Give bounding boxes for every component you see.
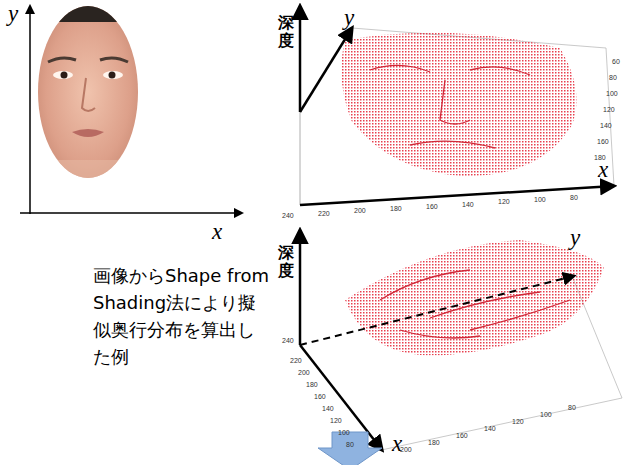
tick-value: 220 xyxy=(318,210,330,217)
tick-value: 140 xyxy=(322,405,334,412)
tick-value: 120 xyxy=(330,417,342,424)
tick-value: 160 xyxy=(426,203,438,210)
tick-value: 180 xyxy=(428,439,440,446)
tick-value: 180 xyxy=(306,381,318,388)
axis-label: 深度 xyxy=(278,14,294,49)
tick-value: 140 xyxy=(600,122,612,129)
tick-value: 140 xyxy=(484,425,496,432)
tick-value: 240 xyxy=(282,212,294,219)
axis-label: y xyxy=(344,6,354,29)
tick-value: 220 xyxy=(290,357,302,364)
axis-label: x xyxy=(598,158,608,181)
tick-value: 200 xyxy=(400,446,412,453)
tick-value: 180 xyxy=(390,205,402,212)
axis-label: y xyxy=(570,226,580,249)
tick-value: 80 xyxy=(568,404,576,411)
tick-value: 100 xyxy=(606,90,618,97)
tick-value: 200 xyxy=(354,207,366,214)
point-cloud-plot xyxy=(300,230,622,452)
tick-value: 240 xyxy=(282,337,294,344)
tick-value: 100 xyxy=(338,429,350,436)
face-photo xyxy=(30,0,150,190)
caption: 画像からShape from Shading法により擬似奥行分布を算出した例 xyxy=(93,262,269,370)
x-axis xyxy=(20,212,242,214)
axis-label: 深度 xyxy=(278,244,294,279)
axis-label: y xyxy=(8,2,18,25)
y-axis xyxy=(29,6,31,214)
tick-value: 120 xyxy=(603,106,615,113)
tick-value: 100 xyxy=(540,411,552,418)
tick-value: 160 xyxy=(314,393,326,400)
tick-value: 160 xyxy=(456,432,468,439)
tick-value: 200 xyxy=(298,369,310,376)
tick-value: 120 xyxy=(512,418,524,425)
flow-arrow xyxy=(318,432,382,465)
tick-value: 160 xyxy=(597,138,609,145)
tick-value: 60 xyxy=(612,58,620,65)
point-cloud-plot xyxy=(300,6,614,205)
tick-value: 140 xyxy=(462,201,474,208)
tick-value: 80 xyxy=(346,441,354,448)
tick-value: 180 xyxy=(594,154,606,161)
tick-value: 80 xyxy=(609,74,617,81)
tick-value: 80 xyxy=(570,194,578,201)
tick-value: 100 xyxy=(534,196,546,203)
axis-label: x xyxy=(212,220,222,243)
tick-value: 120 xyxy=(498,198,510,205)
